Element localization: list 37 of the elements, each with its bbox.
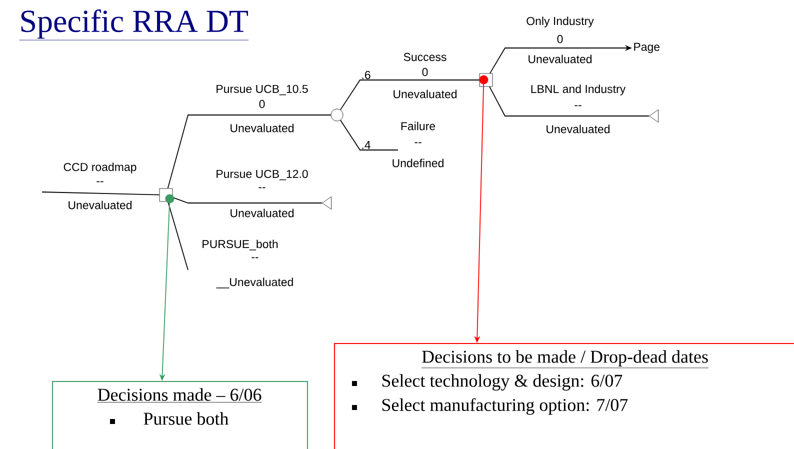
branch-label: Pursue UCB_10.5 bbox=[214, 84, 310, 96]
branch-label: Failure bbox=[399, 120, 437, 132]
branch-label: Only Industry bbox=[525, 16, 595, 28]
branch-line bbox=[168, 201, 188, 270]
branch-line bbox=[172, 196, 322, 204]
branch-label: LBNL and Industry bbox=[529, 84, 627, 96]
value-label: 0 bbox=[557, 34, 563, 44]
decision-box: Decisions made – 6/06 Pursue both bbox=[52, 381, 308, 449]
terminal-triangle bbox=[322, 196, 332, 210]
branch-label: Success bbox=[402, 52, 448, 62]
value-label: Unevaluated bbox=[546, 124, 610, 134]
title: Specific RRA DT bbox=[19, 9, 249, 40]
value-label: -- bbox=[96, 181, 104, 182]
decision-box: Decisions to be made / Drop-dead dates Select technology & design: 6/07 Select manufacturing option: 7/07 bbox=[334, 343, 794, 449]
value-label: .6 bbox=[362, 70, 370, 80]
value-label: Unevaluated bbox=[528, 54, 592, 64]
value-label: Unevaluated bbox=[230, 124, 294, 132]
end-label: Page bbox=[634, 42, 660, 54]
branch-label: Pursue UCB_12.0 bbox=[214, 168, 310, 182]
value-label: .4 bbox=[362, 141, 370, 149]
value-label: -- bbox=[252, 257, 258, 258]
chance-circle bbox=[330, 108, 344, 122]
value-label: __Unevaluated bbox=[216, 278, 293, 288]
branch-line bbox=[167, 114, 332, 189]
value-label: -- bbox=[414, 142, 422, 144]
value-label: 0 bbox=[422, 68, 428, 76]
branch-line bbox=[340, 120, 398, 150]
value-label: -- bbox=[258, 187, 266, 188]
value-label: 0 bbox=[259, 100, 265, 108]
value-label: Undefined bbox=[392, 158, 444, 168]
value-label: -- bbox=[574, 105, 582, 106]
branch-label: PURSUE_both bbox=[200, 238, 280, 252]
branch-line bbox=[42, 192, 160, 196]
branch-line bbox=[489, 86, 650, 116]
branch-label: CCD roadmap bbox=[62, 162, 138, 174]
terminal-triangle bbox=[649, 110, 658, 122]
branch-line bbox=[340, 80, 480, 110]
